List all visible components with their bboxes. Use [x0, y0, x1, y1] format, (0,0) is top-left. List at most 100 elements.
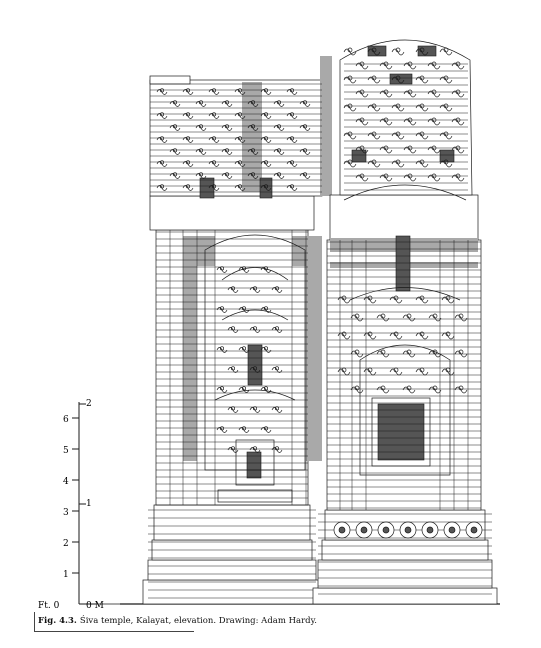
scroll-eye [419, 131, 425, 137]
scroll-eye [219, 386, 225, 391]
scale-bar: 6 5 4 3 2 1 Ft. 0 2 1 0 M [38, 399, 104, 611]
scroll-eye [380, 349, 386, 355]
scale-meter-label-2: 2 [86, 399, 92, 409]
scroll-eye [263, 346, 269, 351]
rosette-center [404, 526, 412, 534]
scroll-eye [419, 331, 425, 337]
scroll-eye [219, 306, 225, 311]
scroll-eye [224, 172, 230, 177]
scroll-eye [274, 366, 280, 371]
scroll-eye [407, 173, 413, 179]
scroll-eye [185, 112, 191, 117]
scroll-eye [445, 367, 451, 373]
scroll-eye [172, 124, 178, 129]
scroll-eye [432, 313, 438, 319]
scroll-eye [237, 112, 243, 117]
scroll-eye [224, 148, 230, 153]
scroll-eye [274, 446, 280, 451]
scroll-eye [419, 295, 425, 301]
scroll-eye [407, 89, 413, 95]
scroll-eye [419, 47, 425, 53]
scroll-eye [263, 112, 269, 117]
rosette-center [382, 526, 390, 534]
scroll-eye [431, 117, 437, 123]
scroll-eye [159, 136, 165, 141]
left-tower-courses [148, 83, 322, 599]
scroll-eye [354, 385, 360, 391]
scroll-eye [455, 61, 461, 67]
scroll-eye [407, 117, 413, 123]
scale-feet-label-1: 1 [63, 570, 69, 580]
caption-rule-vertical [34, 612, 35, 632]
scroll-eye [302, 124, 308, 129]
left-tower-ornament [156, 88, 311, 453]
scroll-eye [395, 103, 401, 109]
scroll-eye [274, 406, 280, 411]
scroll-eye [393, 295, 399, 301]
scroll-eye [371, 159, 377, 165]
scroll-eye [219, 346, 225, 351]
scroll-eye [237, 88, 243, 93]
scroll-eye [276, 172, 282, 177]
scroll-eye [252, 326, 258, 331]
scroll-eye [380, 313, 386, 319]
caption-rule-horizontal [34, 631, 194, 632]
scroll-eye [252, 286, 258, 291]
scroll-eye [159, 160, 165, 165]
figure-caption-text: Śiva temple, Kalayat, elevation. Drawing… [79, 616, 317, 626]
scroll-eye [276, 100, 282, 105]
scroll-eye [276, 124, 282, 129]
scroll-eye [443, 131, 449, 137]
scroll-eye [185, 88, 191, 93]
scroll-eye [406, 349, 412, 355]
scroll-eye [431, 89, 437, 95]
scroll-eye [431, 61, 437, 67]
right-tower-courses [318, 63, 492, 595]
scroll-eye [211, 160, 217, 165]
scroll-eye [263, 184, 269, 189]
right-tower-ornament [337, 47, 468, 394]
scroll-eye [185, 184, 191, 189]
scroll-eye [172, 172, 178, 177]
scroll-eye [263, 88, 269, 93]
scroll-eye [371, 103, 377, 109]
scroll-eye [250, 148, 256, 153]
scroll-eye [289, 160, 295, 165]
scroll-eye [383, 145, 389, 151]
scroll-eye [185, 160, 191, 165]
scroll-eye [211, 112, 217, 117]
scroll-eye [354, 313, 360, 319]
right-central-niche [343, 184, 467, 476]
scale-feet-label-6: 6 [63, 415, 69, 425]
scale-meter-label-1: 1 [86, 499, 92, 509]
scroll-eye [263, 160, 269, 165]
scroll-eye [252, 366, 258, 371]
scroll-eye [380, 385, 386, 391]
scroll-eye [224, 124, 230, 129]
scroll-eye [241, 426, 247, 431]
scroll-eye [230, 406, 236, 411]
scroll-eye [367, 331, 373, 337]
scroll-eye [263, 426, 269, 431]
left-central-niche [204, 234, 306, 503]
scroll-eye [230, 446, 236, 451]
scroll-eye [274, 326, 280, 331]
scroll-eye [250, 172, 256, 177]
scroll-eye [263, 306, 269, 311]
scroll-eye [419, 367, 425, 373]
scroll-eye [198, 124, 204, 129]
scroll-eye [458, 349, 464, 355]
scroll-eye [406, 385, 412, 391]
scale-feet-label-5: 5 [63, 446, 69, 456]
rosette-center [338, 526, 346, 534]
scroll-eye [159, 184, 165, 189]
scroll-eye [224, 100, 230, 105]
scroll-eye [367, 367, 373, 373]
rosette-center [470, 526, 478, 534]
scroll-eye [455, 173, 461, 179]
scroll-eye [371, 131, 377, 137]
scroll-eye [407, 145, 413, 151]
figure-caption: Fig. 4.3.Śiva temple, Kalayat, elevation… [38, 616, 317, 626]
scroll-eye [341, 331, 347, 337]
